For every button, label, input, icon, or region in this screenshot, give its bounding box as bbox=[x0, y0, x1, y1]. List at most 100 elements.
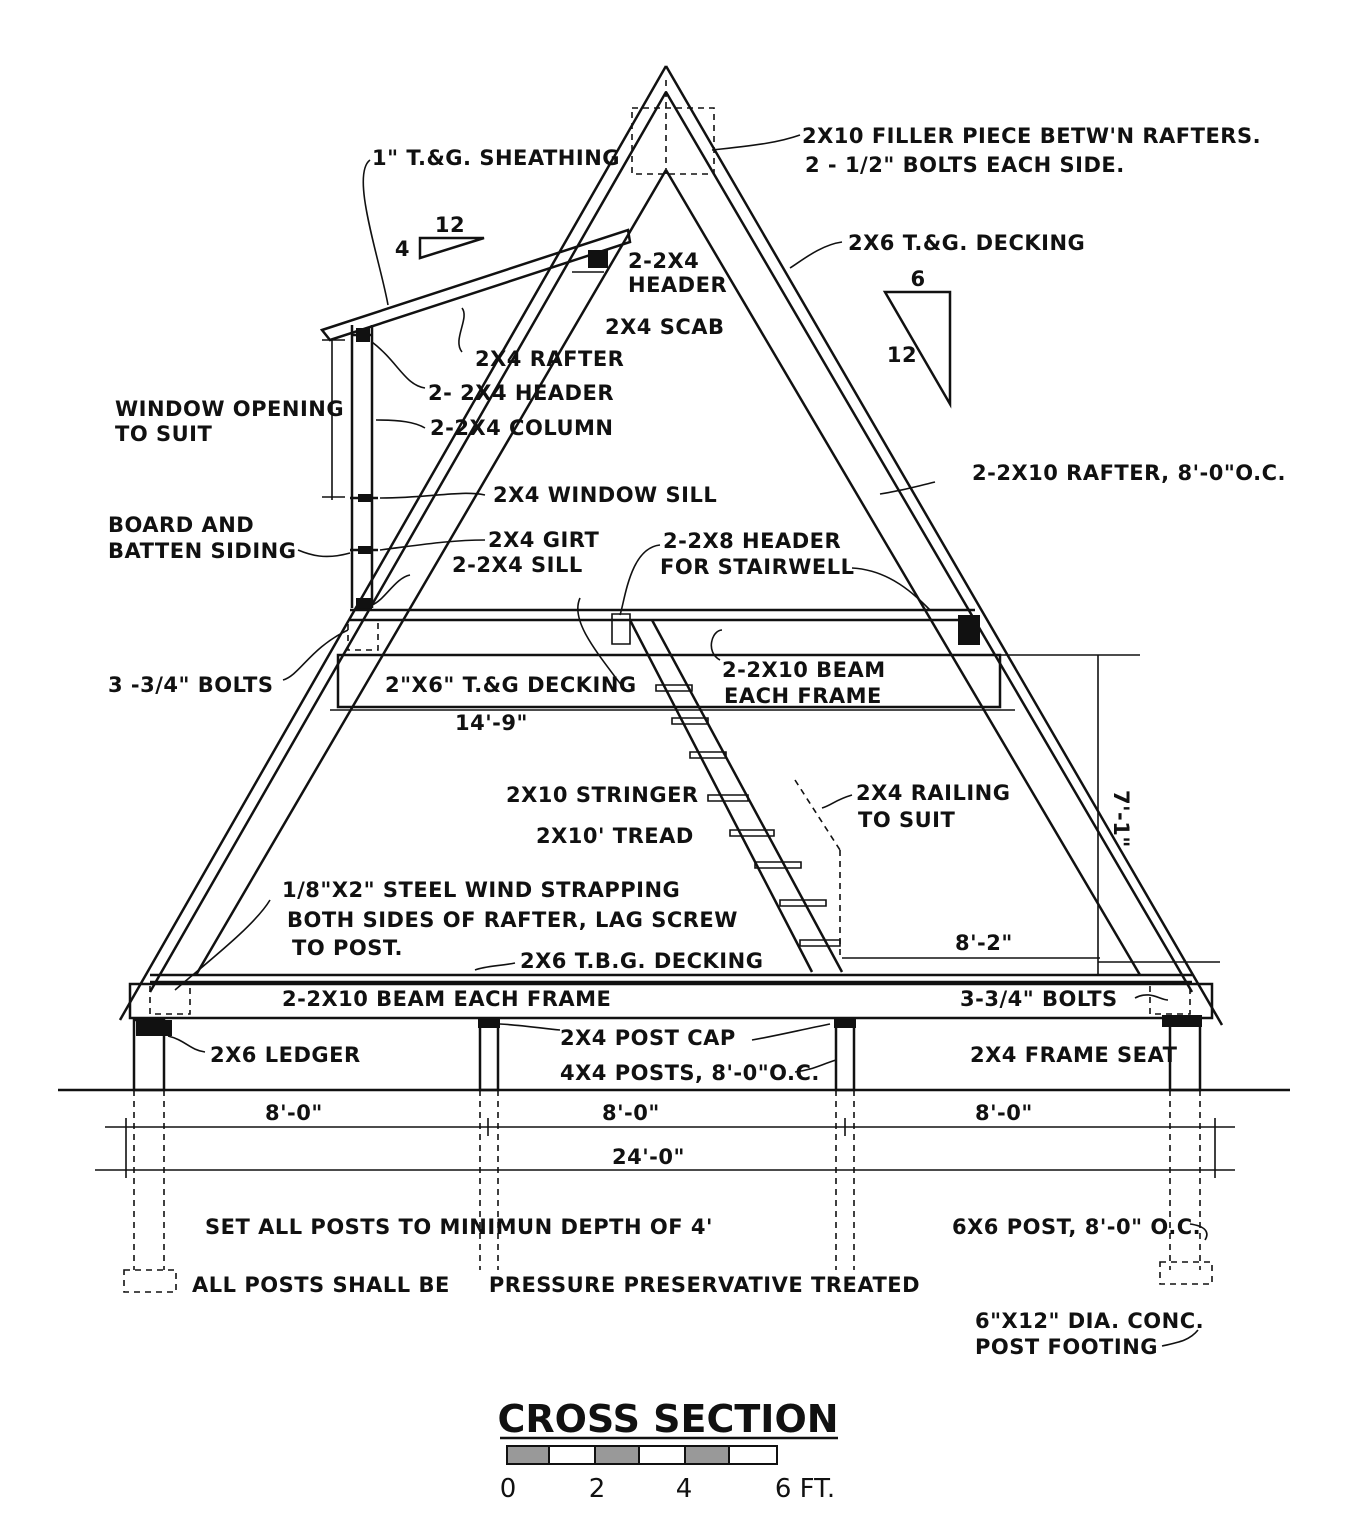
loft-decking-label: 2"X6" T.&G DECKING bbox=[385, 673, 637, 697]
post-cap-2 bbox=[478, 1018, 500, 1028]
scale-label-2: 2 bbox=[589, 1474, 606, 1504]
a-frame-structure bbox=[120, 66, 1222, 1025]
slope-indicators: 12 4 6 12 bbox=[395, 213, 950, 404]
leader bbox=[459, 308, 464, 352]
inner-left-rafter-2 bbox=[196, 170, 666, 975]
ledger-label: 2X6 LEDGER bbox=[210, 1043, 361, 1067]
strap-label-1: 1/8"X2" STEEL WIND STRAPPING bbox=[282, 878, 680, 902]
girt-label: 2X4 GIRT bbox=[488, 528, 600, 552]
footing-1 bbox=[124, 1270, 176, 1292]
upper-decking-label: 2X6 T.&G. DECKING bbox=[848, 231, 1085, 255]
leader-lines bbox=[168, 135, 1207, 1346]
railing-label-1: 2X4 RAILING bbox=[856, 781, 1010, 805]
tread bbox=[755, 862, 801, 868]
span-3-label: 8'-0" bbox=[975, 1101, 1033, 1125]
right-loft-block bbox=[958, 615, 980, 645]
leader bbox=[790, 242, 842, 268]
stair bbox=[630, 620, 1100, 972]
tread bbox=[730, 830, 774, 836]
leader bbox=[711, 630, 722, 660]
loft-width-label: 14'-9" bbox=[455, 711, 528, 735]
upper-header-label-2: HEADER bbox=[628, 273, 727, 297]
scale-bar bbox=[507, 1446, 777, 1464]
scab-label: 2X4 SCAB bbox=[605, 315, 725, 339]
leader bbox=[376, 420, 425, 428]
leader bbox=[168, 1036, 205, 1052]
ledger-block bbox=[136, 1020, 172, 1036]
left-bolts-label: 3 -3/4" BOLTS bbox=[108, 673, 274, 697]
post-2 bbox=[480, 1020, 498, 1090]
railing bbox=[795, 780, 840, 850]
leader bbox=[880, 482, 935, 494]
stringer-label: 2X10 STRINGER bbox=[506, 783, 699, 807]
tread bbox=[672, 718, 708, 724]
footing-4 bbox=[1160, 1262, 1212, 1284]
stair-header-block bbox=[612, 614, 630, 644]
drawing-title: CROSS SECTION bbox=[497, 1397, 838, 1441]
dormer-header-block bbox=[356, 328, 370, 342]
frame-seat-block bbox=[1162, 1015, 1202, 1027]
total-span-label: 24'-0" bbox=[612, 1145, 685, 1169]
leader bbox=[1190, 1224, 1207, 1240]
leader bbox=[578, 598, 622, 686]
railing-label-2: TO SUIT bbox=[858, 808, 955, 832]
window-opening-label-2: TO SUIT bbox=[115, 422, 212, 446]
column-label: 2-2X4 COLUMN bbox=[430, 416, 613, 440]
depth-note: SET ALL POSTS TO MINIMUN DEPTH OF 4' bbox=[205, 1215, 713, 1239]
dormer-slope-triangle bbox=[420, 238, 484, 258]
board-batten-label-2: BATTEN SIDING bbox=[108, 539, 297, 563]
loft-floor bbox=[330, 610, 1140, 975]
footing-label-2: POST FOOTING bbox=[975, 1335, 1158, 1359]
footing-label-1: 6"X12" DIA. CONC. bbox=[975, 1309, 1204, 1333]
loft-beam bbox=[338, 655, 1000, 707]
post-6x6-label: 6X6 POST, 8'-0" O.C. bbox=[952, 1215, 1201, 1239]
posts-label: 4X4 POSTS, 8'-0"O.C. bbox=[560, 1061, 820, 1085]
window-opening-label-1: WINDOW OPENING bbox=[115, 397, 344, 421]
girt-block bbox=[358, 546, 372, 554]
left-loft-bolt-block bbox=[348, 620, 378, 650]
scale-label-0: 0 bbox=[500, 1474, 517, 1504]
ground-and-dimensions bbox=[58, 1090, 1290, 1178]
main-rafter-label: 2-2X10 RAFTER, 8'-0"O.C. bbox=[972, 461, 1286, 485]
right-bolts-label: 3-3/4" BOLTS bbox=[960, 987, 1118, 1011]
leader bbox=[852, 568, 930, 610]
dormer bbox=[322, 230, 630, 610]
sheathing-label: 1" T.&G. SHEATHING bbox=[372, 146, 620, 170]
dormer-rafter-label: 2X4 RAFTER bbox=[475, 347, 624, 371]
post-cap-label: 2X4 POST CAP bbox=[560, 1026, 736, 1050]
window-sill-label: 2X4 WINDOW SILL bbox=[493, 483, 717, 507]
leader bbox=[752, 1024, 830, 1040]
scale-label-4: 4 bbox=[676, 1474, 693, 1504]
leader bbox=[620, 545, 660, 615]
strap-label-3: TO POST. bbox=[292, 936, 403, 960]
post-3 bbox=[836, 1020, 854, 1090]
upper-header-label-1: 2-2X4 bbox=[628, 249, 699, 273]
main-floor bbox=[130, 962, 1220, 1018]
main-beam-label: 2-2X10 BEAM EACH FRAME bbox=[282, 987, 611, 1011]
filler-label-2: 2 - 1/2" BOLTS EACH SIDE. bbox=[805, 153, 1125, 177]
filler-label-1: 2X10 FILLER PIECE BETW'N RAFTERS. bbox=[802, 124, 1261, 148]
inner-left-rafter bbox=[150, 92, 666, 992]
tread-label: 2X10' TREAD bbox=[536, 824, 694, 848]
loft-height-label: 7'-1" bbox=[1109, 790, 1133, 848]
leader bbox=[712, 135, 800, 150]
leader bbox=[380, 540, 485, 550]
treated-note: ALL POSTS SHALL BE PRESSURE PRESERVATIVE… bbox=[192, 1273, 920, 1297]
leader bbox=[822, 795, 852, 808]
annotations: 1" T.&G. SHEATHING 2X10 FILLER PIECE BET… bbox=[108, 124, 1286, 1359]
base-sill-block bbox=[356, 598, 372, 610]
outer-right-rafter bbox=[666, 66, 1222, 1025]
stair-header-label-2: FOR STAIRWELL bbox=[660, 555, 855, 579]
landing-width-label: 8'-2" bbox=[955, 931, 1013, 955]
dormer-header-label: 2- 2X4 HEADER bbox=[428, 381, 614, 405]
floor-decking-label: 2X6 T.B.G. DECKING bbox=[520, 949, 763, 973]
sill-block bbox=[358, 494, 372, 502]
tread bbox=[690, 752, 726, 758]
leader bbox=[372, 575, 410, 605]
right-bolt-block bbox=[1150, 984, 1190, 1014]
tread bbox=[708, 795, 748, 801]
span-2-label: 8'-0" bbox=[602, 1101, 660, 1125]
leader bbox=[1162, 1330, 1198, 1346]
frame-seat-label: 2X4 FRAME SEAT bbox=[970, 1043, 1178, 1067]
